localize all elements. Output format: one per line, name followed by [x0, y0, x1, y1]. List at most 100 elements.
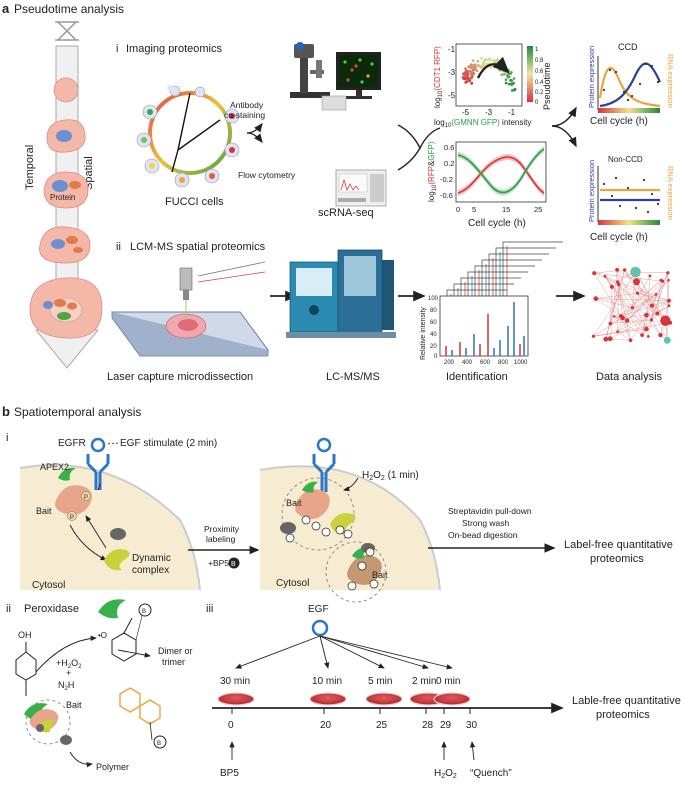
network-node [660, 315, 671, 326]
nonccd-point [646, 210, 650, 214]
cell-stage-4 [39, 226, 91, 264]
ccd-point [630, 94, 634, 98]
ratio-ytick-4: -0.6 [440, 191, 453, 200]
scatter-ytick-2: -3 [448, 68, 456, 77]
biotin-label-icon [343, 529, 353, 539]
scatter-point [468, 78, 472, 82]
scatter-point [512, 77, 516, 80]
ratio-ytick-2: 0.2 [444, 159, 454, 168]
spec-ytick-5: 20 [430, 344, 437, 350]
network-edge [616, 269, 623, 319]
network-edge [617, 300, 670, 332]
nonccd-point [610, 194, 614, 198]
network-edge [617, 317, 623, 332]
polymer-label: Polymer [96, 762, 129, 772]
panel-a-letter: a [2, 1, 10, 16]
b-letter-3: B [157, 741, 161, 747]
ccd-point [650, 64, 654, 68]
ccd-point [656, 80, 660, 84]
naphthol-polymer-icon: B [119, 687, 167, 749]
egf-label: EGF [308, 604, 329, 615]
egfr-receptor-icon [86, 437, 110, 490]
network-node [649, 318, 654, 322]
spec-xtick-3: 600 [480, 360, 491, 366]
proximity-label-2: labeling [206, 534, 236, 544]
lcm-label: Laser capture microdissection [107, 371, 253, 383]
network-node [593, 296, 599, 301]
scatter-point [464, 67, 467, 70]
scatter-point [488, 57, 492, 61]
nonccd-xlabel: Cell cycle (h) [590, 232, 648, 243]
network-edge [626, 280, 669, 321]
strep-label-3: On-bead digestion [448, 530, 518, 540]
bait-to-complex-arrow [69, 524, 107, 561]
scatter-xtick-1: -5 [462, 108, 470, 117]
nonccd-point [602, 182, 606, 186]
egf-stimulate-label: EGF stimulate (2 min) [120, 438, 217, 449]
cell-stage-1 [53, 77, 79, 103]
network-node [616, 280, 620, 284]
panel-b-title: Spatiotemporal analysis [14, 405, 141, 419]
scatter-point [471, 66, 474, 70]
egf-arrow [235, 635, 321, 669]
fucci-label: FUCCI cells [165, 196, 224, 208]
network-node [591, 334, 596, 338]
network-node [616, 282, 621, 287]
network-node [646, 335, 650, 338]
ccd-protein-curve [599, 62, 662, 108]
network-node [630, 306, 635, 310]
scatter-point [473, 68, 477, 71]
monitor-icon [336, 52, 381, 99]
sub-i-label: i [116, 43, 118, 55]
antibody-label-1: Antibody [230, 100, 264, 110]
to-radical-arrow [35, 635, 97, 673]
dynamic-label-1: Dynamic [132, 553, 171, 564]
cbar-tick-4: 0.4 [535, 80, 544, 86]
nonccd-points [602, 176, 660, 214]
scatter-point [502, 72, 506, 76]
lcms-instrument-icon [286, 249, 396, 338]
scatter-xlabel: log10(GMNN GFP) intensity [434, 118, 531, 129]
antibody-label-2: co-staining [224, 110, 265, 120]
to-polymer-arrow [69, 751, 93, 768]
ratio-xtick-3: 15 [502, 205, 510, 214]
scatter-point [490, 66, 493, 69]
phenol-ring-left: OH [15, 630, 37, 696]
network-node [624, 318, 630, 323]
gfp-band [458, 146, 544, 196]
quench-label: “Quench” [470, 768, 512, 779]
bait-complex-left [24, 699, 72, 745]
ccd-point [608, 68, 612, 72]
scatter-point [506, 75, 510, 79]
scatter-point [465, 80, 469, 83]
network-edge [635, 271, 668, 273]
phenol-ring-top: •O [98, 615, 143, 662]
spectrum-ylabel: Relative intensity [420, 307, 427, 360]
scatter-point [469, 66, 472, 69]
plus-sign-label: + [66, 668, 71, 678]
network-edge [610, 286, 613, 324]
scatter-point [471, 59, 475, 62]
network-edge [651, 272, 668, 320]
nonccd-point [650, 192, 654, 196]
network-edge [624, 269, 671, 323]
scatter-point [477, 64, 481, 67]
scatter-point [462, 77, 466, 81]
apex2-icon [58, 467, 76, 481]
p-letter-1: P [84, 495, 88, 501]
ccd-point [644, 62, 648, 66]
ratio-xlabel: Cell cycle (h) [468, 218, 526, 229]
strep-label-2: Strong wash [462, 518, 510, 528]
network-edge [594, 272, 622, 317]
nonccd-point [656, 202, 660, 206]
network-node [608, 321, 613, 326]
scatter-point [480, 57, 483, 60]
quench-arrow [469, 741, 476, 761]
network-node [592, 271, 597, 276]
biotin-badge-icon [228, 557, 240, 569]
network-edge [617, 281, 670, 301]
scatter-point [466, 76, 470, 80]
panel-a-title: Pseudotime analysis [14, 2, 124, 16]
